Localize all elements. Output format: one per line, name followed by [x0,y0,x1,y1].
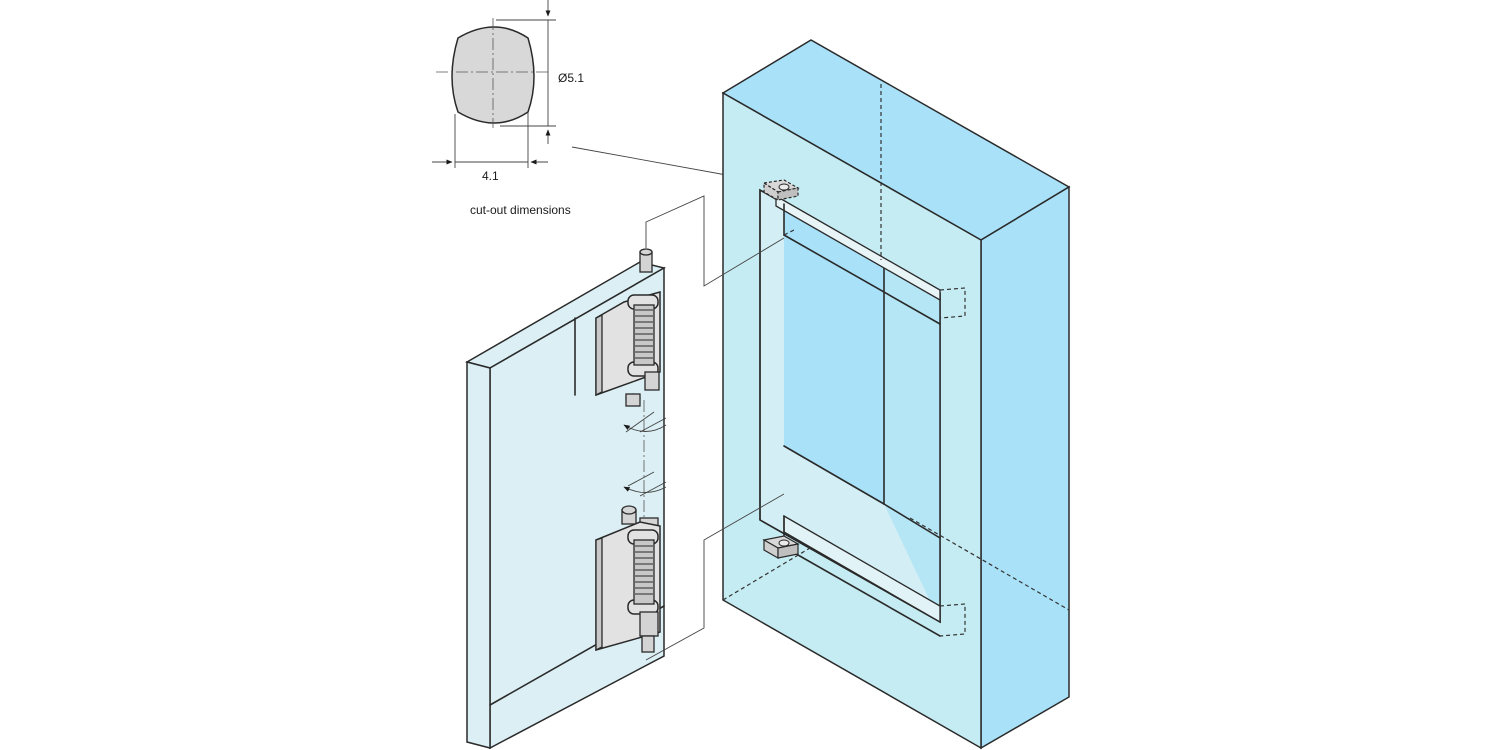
lower-hinge [595,505,661,652]
top-pin [639,248,653,273]
cabinet-inner-side [884,261,940,622]
caption-label: cut-out dimensions [470,203,571,217]
cabinet [721,39,1071,750]
glass-door [465,248,667,750]
width-label: 4.1 [482,169,499,183]
cutout-detail: Ø5.1 4.1 cut-out dimensions [432,0,755,217]
upper-hinge [595,291,661,407]
hidden-edge-right [909,517,1070,611]
assembly-leaders [645,195,785,661]
bottom-pin [641,635,655,653]
rotation-indicators [623,400,667,520]
hidden-edge-bottom [722,547,811,601]
cabinet-inner-back [784,204,884,504]
diameter-label: Ø5.1 [558,71,584,85]
cabinet-side-face [980,185,1070,750]
upper-rail [775,194,941,302]
door-side-edge [466,361,491,749]
